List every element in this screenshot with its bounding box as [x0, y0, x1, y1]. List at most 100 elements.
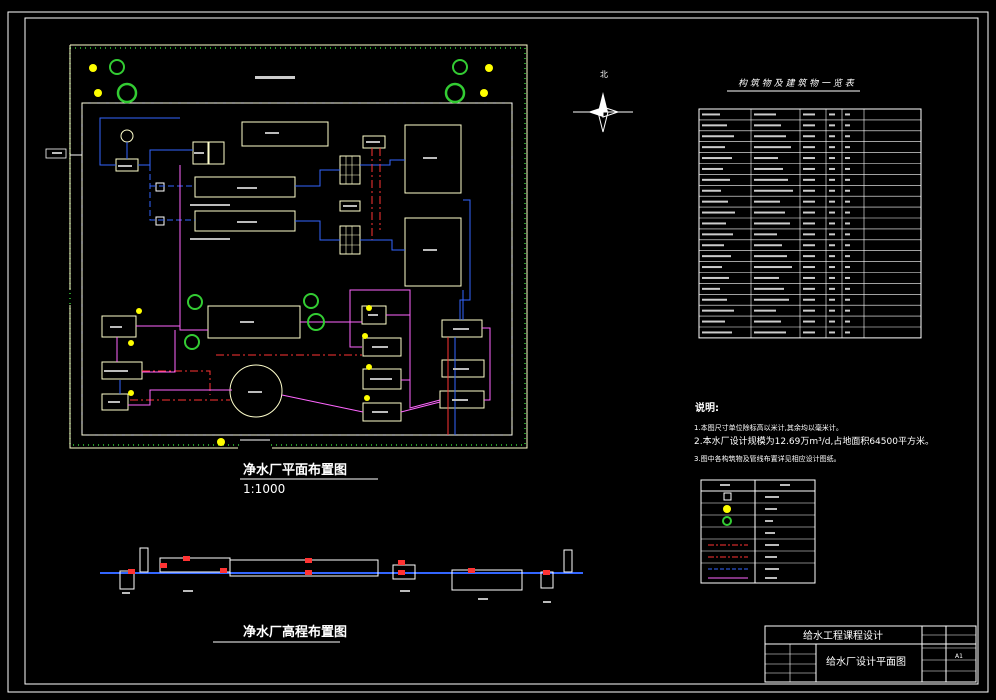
admin-building: [241, 121, 329, 147]
title-block-course: 给水工程课程设计: [803, 629, 883, 642]
elevation-profile: [100, 547, 583, 603]
street-lamp-icon: [128, 340, 134, 346]
north-label: 北: [600, 70, 608, 79]
magenta-pipes: [116, 165, 491, 413]
tree-icon: [184, 334, 200, 350]
street-lamp-icon: [217, 438, 225, 446]
profile-level-markers: [128, 556, 550, 575]
table-cell-mark: [754, 233, 777, 236]
table-frame: [698, 108, 922, 339]
note-2: 2.本水厂设计规模为12.69万m³/d,占地面积64500平方米。: [694, 435, 934, 447]
table-cell-mark: [803, 255, 815, 258]
inner-road-edge: [81, 102, 513, 436]
tree-icon: [452, 59, 468, 75]
warehouse: [101, 393, 129, 411]
table-cell-mark: [803, 287, 815, 290]
table-cell-mark: [845, 266, 850, 269]
table-cell-mark: [829, 233, 835, 236]
street-lamp-icon: [485, 64, 493, 72]
profile-flocculation: [159, 557, 231, 573]
street-lamp-icon: [128, 390, 134, 396]
table-cell-mark: [754, 298, 789, 301]
site-wall: [69, 44, 528, 449]
table-cell-mark: [829, 135, 835, 138]
table-cell-mark: [702, 135, 734, 138]
table-cell-mark: [754, 211, 785, 214]
table-cell-mark: [845, 200, 850, 203]
table-cell-mark: [702, 309, 734, 312]
table-cell-mark: [702, 189, 721, 192]
table-cell-mark: [803, 244, 815, 247]
north-arrow: 北: [573, 70, 633, 133]
round-tank: [229, 364, 283, 418]
note-1: 1.本图尺寸单位除标高以米计,其余均以毫米计。: [694, 423, 843, 432]
table-cell-mark: [702, 178, 730, 181]
table-cell-mark: [803, 222, 815, 225]
table-cell-mark: [803, 309, 815, 312]
valve-well-icon: [723, 492, 732, 501]
table-cell-mark: [829, 266, 835, 269]
profile-tiny-labels: [122, 590, 551, 603]
table-cell-mark: [829, 146, 835, 149]
red-pipes: [130, 148, 449, 435]
profile-mixing: [139, 547, 149, 573]
table-cell-mark: [754, 276, 779, 279]
table-cell-mark: [845, 222, 850, 225]
table-cell-mark: [829, 276, 835, 279]
plan-scale: 1:1000: [243, 482, 285, 496]
plan-title: 净水厂平面布置图: [243, 462, 347, 478]
table-cell-mark: [702, 298, 727, 301]
trees: [109, 59, 468, 350]
table-cell-mark: [702, 331, 732, 334]
table-cell-mark: [803, 320, 815, 323]
table-cell-mark: [702, 146, 725, 149]
street-lamp-icon: [362, 333, 368, 339]
table-cell-mark: [754, 222, 790, 225]
table-cell-mark: [803, 146, 815, 149]
street-lamp-icon: [89, 64, 97, 72]
table-cell-mark: [845, 287, 850, 290]
table-cell-mark: [829, 287, 835, 290]
table-cell-mark: [829, 124, 835, 127]
street-lamp-icon: [366, 305, 372, 311]
profile-clear-tank: [451, 569, 523, 591]
table-cell-mark: [702, 320, 725, 323]
table-cell-mark: [754, 124, 781, 127]
profile-outlet: [563, 549, 573, 573]
table-cell-mark: [754, 113, 776, 116]
tree-icon: [307, 313, 325, 331]
table-cell-mark: [829, 309, 835, 312]
table-cell-mark: [845, 276, 850, 279]
table-cell-mark: [754, 157, 778, 160]
street-lamps: [89, 64, 493, 446]
table-cell-mark: [803, 298, 815, 301]
table-cell-mark: [829, 189, 835, 192]
table-cell-mark: [829, 222, 835, 225]
legend: [700, 479, 816, 584]
table-cell-mark: [803, 189, 815, 192]
dosing-room: [192, 141, 209, 165]
table-cell-mark: [845, 211, 850, 214]
table-cell-mark: [845, 233, 850, 236]
filter-2: [339, 225, 361, 255]
tree-icon: [109, 59, 125, 75]
note-3: 3.图中各构筑物及管线布置详见相应设计图纸。: [694, 454, 841, 463]
profile-title: 净水厂高程布置图: [243, 624, 347, 640]
title-block-drawing-name: 给水厂设计平面图: [826, 655, 906, 668]
table-cell-mark: [829, 200, 835, 203]
table-cell-mark: [754, 320, 781, 323]
tree-icon: [303, 293, 319, 309]
table-cell-mark: [702, 287, 720, 290]
notes-heading: 说明:: [695, 401, 719, 414]
backwash-pump: [339, 200, 361, 212]
table-cell-mark: [829, 244, 835, 247]
inner-frame: [24, 17, 979, 685]
table-cell-mark: [803, 124, 815, 127]
tree-icon: [722, 516, 732, 526]
table-cell-mark: [845, 167, 850, 170]
table-cell-mark: [754, 135, 786, 138]
table-title: 构 筑 物 及 建 筑 物 一 览 表: [738, 78, 855, 89]
tree-icon: [116, 82, 138, 104]
site-fence: [69, 47, 526, 446]
